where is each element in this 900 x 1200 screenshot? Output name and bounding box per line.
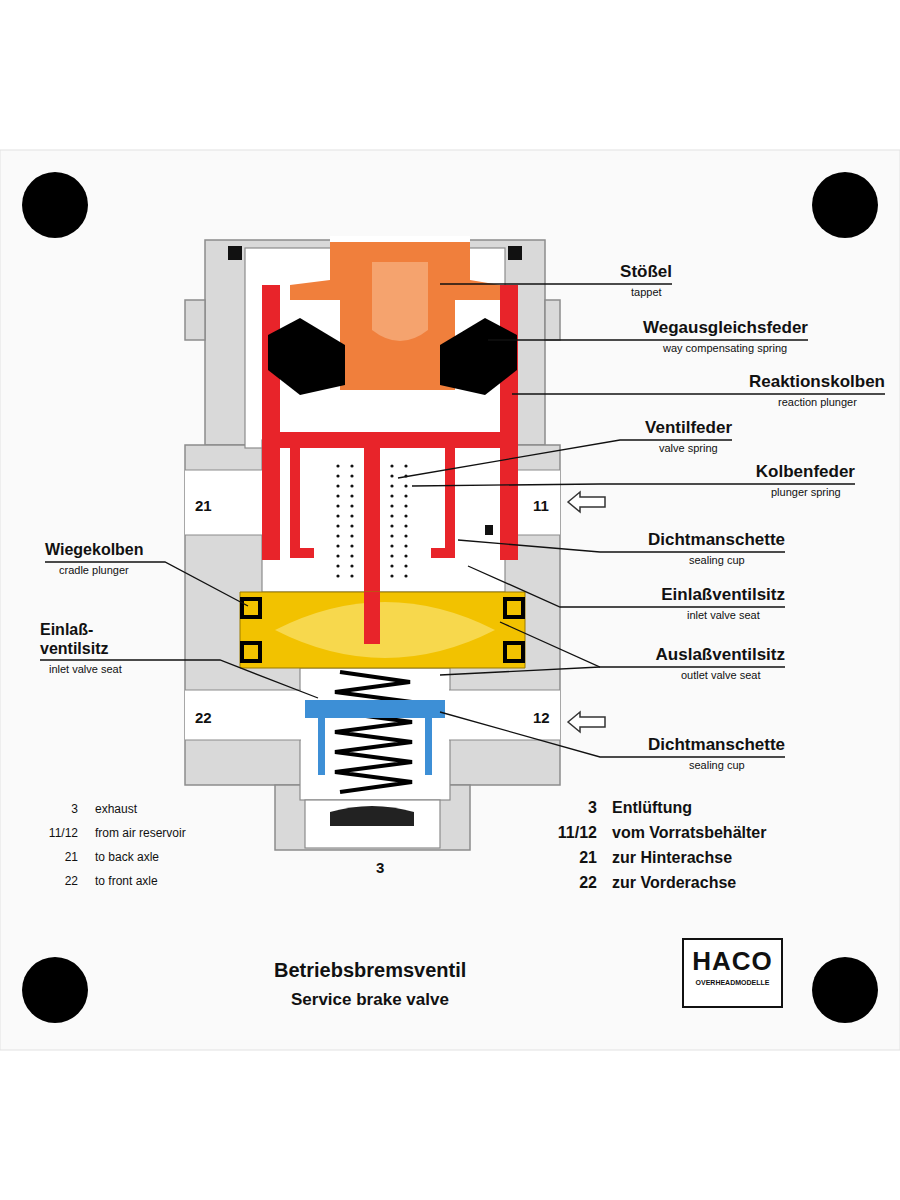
legend-number: 22 — [579, 873, 597, 892]
legend-text: Entlüftung — [612, 798, 692, 817]
part-label: Wegausgleichsfeder — [643, 318, 808, 337]
part-label-en: plunger spring — [771, 486, 841, 499]
part-label-en: way compensating spring — [663, 342, 787, 355]
legend-number: 21 — [65, 850, 78, 864]
exhaust-flap — [330, 806, 414, 826]
part-label: Dichtmanschette — [648, 530, 785, 549]
part-label-en: cradle plunger — [59, 564, 129, 577]
plunger-stem — [364, 592, 380, 644]
part-label: Wiegekolben — [45, 540, 144, 559]
leader-lines — [40, 284, 885, 757]
part-label-en: valve spring — [659, 442, 718, 455]
mounting-holes — [22, 172, 878, 1023]
part-label: Ventilfeder — [645, 418, 732, 437]
legend-number: 21 — [579, 848, 597, 867]
legend-text: from air reservoir — [95, 826, 186, 840]
cradle-plunger — [240, 592, 525, 668]
tappet-recess — [372, 262, 428, 341]
legend-number: 11/12 — [558, 823, 597, 842]
port-arrow — [568, 712, 605, 732]
part-label: Auslaßventilsitz — [656, 645, 785, 664]
part-label-en: inlet valve seat — [687, 609, 760, 622]
part-label: Stößel — [620, 262, 672, 281]
part-label: Dichtmanschette — [648, 735, 785, 754]
logo-box: HACO OVERHEADMODELLE — [682, 938, 783, 1008]
valve-springs — [336, 464, 407, 577]
part-label-en: inlet valve seat — [49, 663, 122, 676]
logo-text: HACO — [692, 946, 773, 976]
legend-number: 3 — [588, 798, 597, 817]
part-label: Einlaß- ventilsitz — [40, 620, 130, 658]
part-label-en: sealing cup — [689, 759, 745, 772]
legend-number: 11/12 — [49, 826, 78, 840]
sealing-cup — [305, 700, 445, 775]
cradle-highlight — [275, 602, 495, 658]
legend-text: vom Vorratsbehälter — [612, 823, 766, 842]
part-label-en: reaction plunger — [778, 396, 857, 409]
legend-number: 3 — [71, 802, 78, 816]
subtitle: Service brake valve — [291, 990, 449, 1009]
legend-text: to front axle — [95, 874, 158, 888]
housing — [185, 240, 560, 850]
compensating-spring — [440, 318, 517, 395]
port-number: 12 — [533, 708, 550, 727]
port-number: 22 — [195, 708, 212, 727]
port-number: 3 — [376, 858, 384, 877]
part-label: Reaktionskolben — [749, 372, 885, 391]
legend-number: 22 — [65, 874, 78, 888]
legend-text: zur Hinterachse — [612, 848, 732, 867]
legend-text: exhaust — [95, 802, 137, 816]
part-label: Kolbenfeder — [756, 462, 855, 481]
housing-cavities — [245, 236, 505, 848]
legend-text: to back axle — [95, 850, 159, 864]
part-label-en: sealing cup — [689, 554, 745, 567]
compensating-spring — [268, 318, 345, 395]
part-label-en: outlet valve seat — [681, 669, 761, 682]
legend-text: zur Vorderachse — [612, 873, 736, 892]
logo-subtext: OVERHEADMODELLE — [692, 978, 773, 987]
card — [0, 150, 900, 1050]
part-label-en: tappet — [631, 286, 662, 299]
o-rings — [242, 599, 523, 661]
lower-spring — [335, 672, 412, 792]
port-number: 11 — [533, 496, 549, 515]
title: Betriebsbremsventil — [274, 958, 466, 982]
part-label: Einlaßventilsitz — [661, 585, 785, 604]
port-number: 21 — [195, 496, 212, 515]
port-arrow — [568, 492, 605, 512]
